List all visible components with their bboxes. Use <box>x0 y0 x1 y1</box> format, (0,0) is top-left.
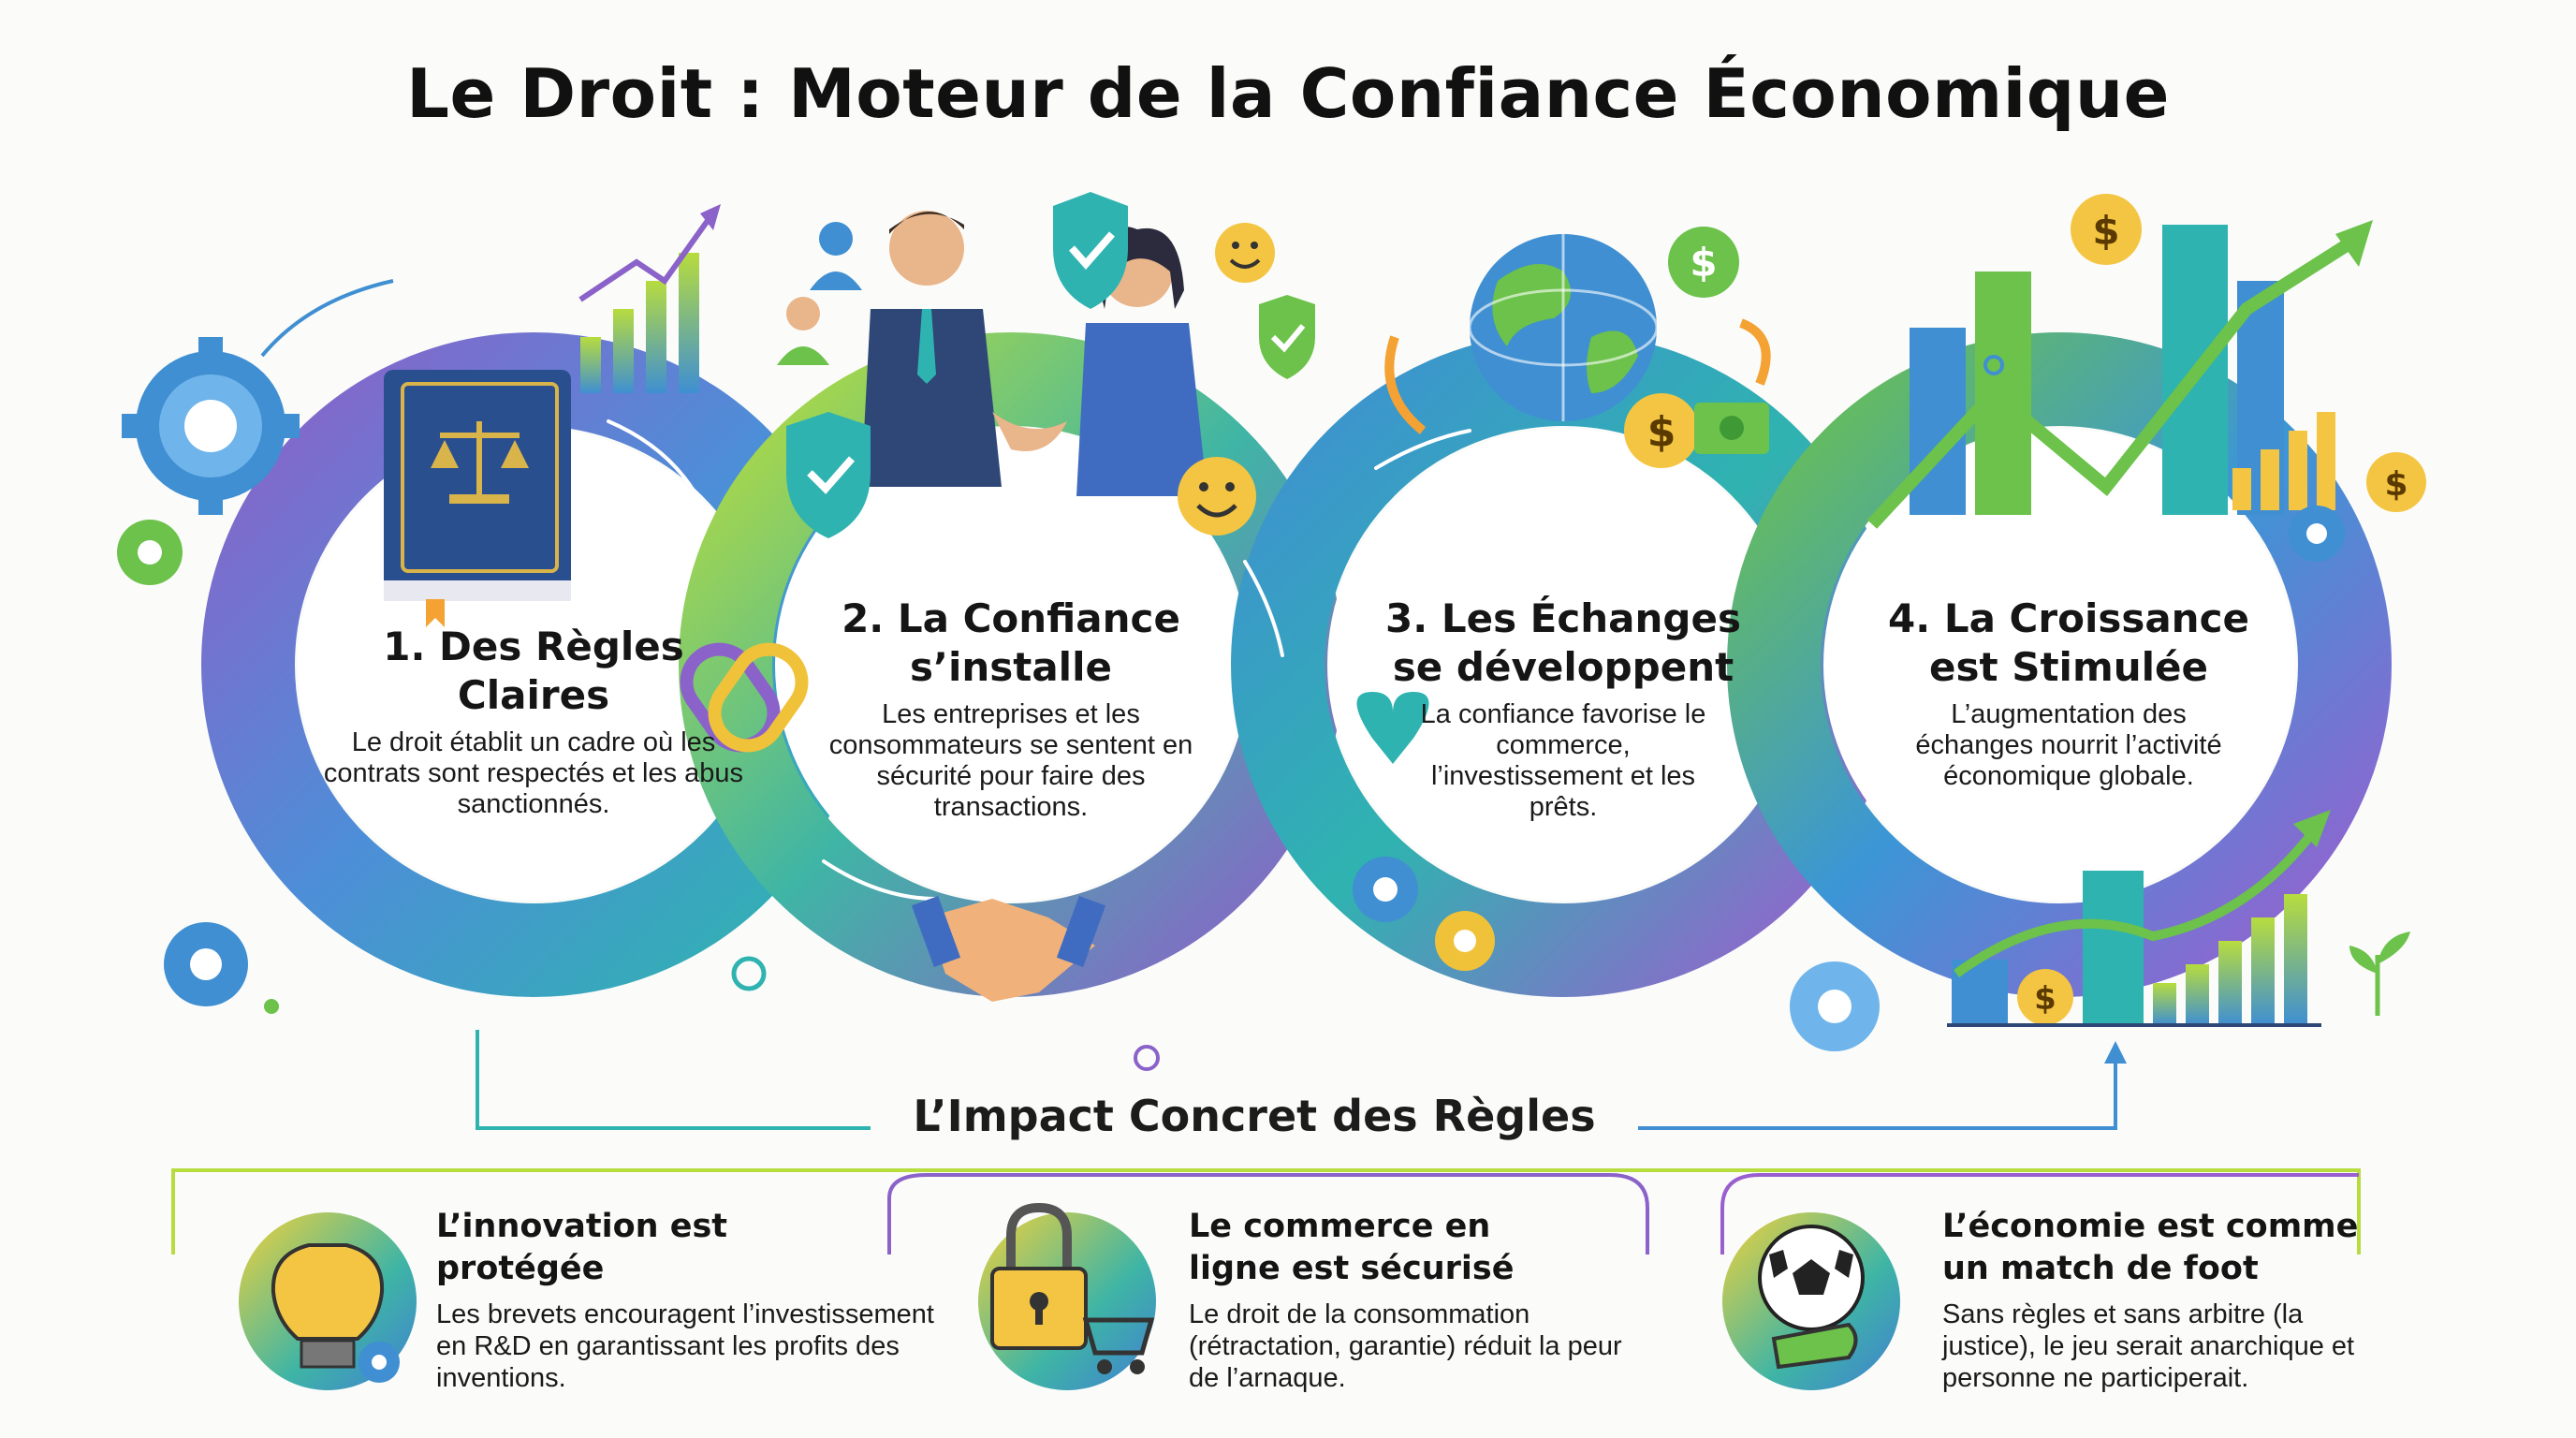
step-2-text: Les entreprises et les consommateurs se … <box>828 699 1193 822</box>
plant-icon <box>2349 932 2410 1016</box>
chain-link-icon <box>680 642 809 753</box>
step-ring-4 <box>1727 332 2392 997</box>
card-title: Le commerce en ligne est sécurisé <box>1189 1208 1515 1287</box>
dollar-coin-icon: $ <box>1668 227 1739 298</box>
step-4-title: 4. La Croissance est Stimulée <box>1888 595 2249 690</box>
law-book-icon <box>384 370 571 627</box>
smiley-icon-large <box>1178 457 1256 536</box>
gear-icon <box>122 337 300 515</box>
banknote-icon <box>1694 403 1769 454</box>
person-icon <box>777 222 862 365</box>
shield-check-icon-large <box>786 412 871 538</box>
dollar-coin-icon: $ <box>2017 969 2073 1025</box>
card-title: L’innovation est protégée <box>436 1208 728 1287</box>
dollar-coin-icon: $ <box>1624 393 1699 468</box>
step-4-text: L’augmentation des échanges nourrit l’ac… <box>1915 699 2222 791</box>
gear-icon-bottom <box>164 922 248 1006</box>
soccer-ball-whistle-icon <box>1722 1212 1900 1390</box>
card-title: L’économie est comme un match de foot <box>1942 1208 2359 1287</box>
bar-chart-icon <box>2232 412 2345 562</box>
connector-lines <box>171 279 2361 1255</box>
handshake-icon <box>911 895 1106 1002</box>
lightbulb-icon <box>239 1212 417 1390</box>
growth-chart-icon <box>1947 810 2331 1027</box>
card-text: Sans règles et sans arbitre (la justice)… <box>1942 1299 2355 1393</box>
card-text: Le droit de la consommation (rétractatio… <box>1189 1299 1622 1393</box>
svg-text:$: $ <box>1647 408 1676 456</box>
page-title: Le Droit : Moteur de la Confiance Économ… <box>406 54 2170 133</box>
svg-text:$: $ <box>1690 240 1717 286</box>
svg-text:$: $ <box>2034 980 2056 1018</box>
gear-icon-small <box>117 520 183 585</box>
decorative-dots <box>264 355 2004 1071</box>
card-text: Les brevets encouragent l’investissement… <box>436 1299 934 1393</box>
dollar-coin-icon: $ <box>2071 194 2142 265</box>
smiley-icon <box>1215 223 1275 283</box>
shield-check-icon <box>1053 192 1128 309</box>
impact-section-title: L’Impact Concret des Règles <box>871 1091 1638 1141</box>
gear-icon <box>1353 857 1880 1051</box>
svg-text:$: $ <box>2384 465 2408 504</box>
dollar-coin-icon: $ <box>2366 452 2426 512</box>
step-3-text: La confiance favorise le commerce, l’inv… <box>1420 699 1706 822</box>
svg-text:$: $ <box>2092 208 2119 254</box>
shield-check-icon-small <box>1259 295 1315 379</box>
heart-icon <box>1356 692 1429 764</box>
step-1-text: Le droit établit un cadre où les contrat… <box>323 727 744 819</box>
globe-icon <box>1468 234 1659 421</box>
flow-arrows <box>607 419 2286 901</box>
step-3-title: 3. Les Échanges se développent <box>1385 595 1741 690</box>
business-people-icon <box>861 211 1208 496</box>
padlock-cart-icon <box>978 1202 1156 1390</box>
exchange-arrows <box>1384 318 1771 434</box>
bar-chart-icon <box>578 204 721 393</box>
step-2-title: 2. La Confiance s’installe <box>842 595 1180 690</box>
step-1-title: 1. Des Règles Claires <box>383 624 684 718</box>
